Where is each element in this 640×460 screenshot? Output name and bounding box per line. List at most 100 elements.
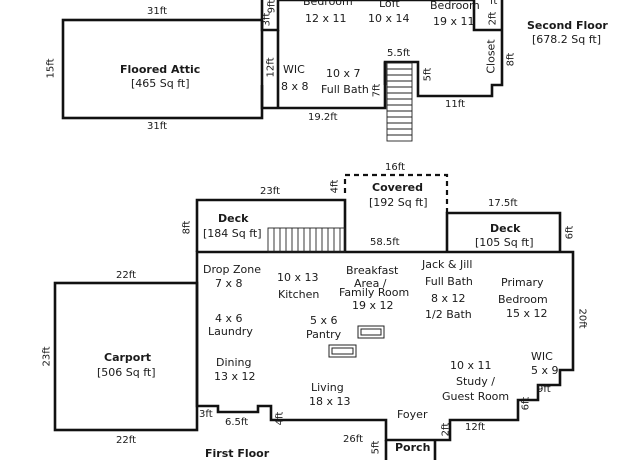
- pantry-name: Pantry: [306, 328, 342, 341]
- porch-title: Porch: [395, 441, 431, 454]
- jack-jill-size: 8 x 12: [431, 292, 466, 305]
- living-size: 18 x 13: [309, 395, 351, 408]
- dim-porch-2ft: 2ft: [440, 422, 452, 437]
- dim-20ft: 20ft: [576, 308, 588, 329]
- dim-2ft: 2ft: [487, 11, 499, 26]
- dim-6ft-1f: 6ft: [520, 396, 532, 411]
- first-floor-outline: [195, 250, 575, 442]
- primary-line2: Bedroom: [498, 293, 548, 306]
- dim-3ft: 3ft: [261, 12, 273, 27]
- deck-right-outline: [445, 211, 562, 252]
- dining-size: 13 x 12: [214, 370, 256, 383]
- dim-porch-5ft: 5ft: [370, 440, 382, 455]
- full-bath-2f-name: Full Bath: [321, 83, 369, 96]
- dim-covered-4ft: 4ft: [329, 179, 341, 194]
- carport-sqft: [506 Sq ft]: [97, 366, 156, 379]
- floored-attic-outline: [61, 18, 264, 120]
- breakfast-line3: Family Room: [339, 286, 410, 299]
- primary-size: 15 x 12: [506, 307, 548, 320]
- wic-2f-name: WIC: [283, 63, 305, 76]
- second-floor-outline: [260, 0, 504, 110]
- deck-stairs: [267, 227, 346, 253]
- wic-1f-name: WIC: [531, 350, 553, 363]
- breakfast-size: 19 x 12: [352, 299, 394, 312]
- dim-4ft-1f: 4ft: [274, 411, 286, 426]
- study-size: 10 x 11: [450, 359, 492, 372]
- dim-5-5ft: 5.5ft: [387, 48, 411, 59]
- half-bath-name: 1/2 Bath: [425, 308, 472, 321]
- dining-name: Dining: [216, 356, 252, 369]
- dim-7ft: 7ft: [371, 83, 383, 98]
- drop-zone-name: Drop Zone: [203, 263, 261, 276]
- deck-left-outline: [195, 198, 347, 252]
- dim-5ft: 5ft: [422, 67, 434, 82]
- dim-attic-bottom: 31ft: [147, 121, 167, 132]
- dim-attic-left: 15ft: [45, 58, 57, 79]
- kitchen-size: 10 x 13: [277, 271, 319, 284]
- dining-counter: [328, 344, 357, 358]
- first-floor-title: First Floor: [205, 447, 270, 460]
- kitchen-island: [357, 325, 385, 339]
- floored-attic-sqft: [465 Sq ft]: [131, 77, 190, 90]
- carport-title: Carport: [104, 351, 152, 364]
- dim-26ft: 26ft: [343, 434, 363, 445]
- breakfast-line1: Breakfast: [346, 264, 399, 277]
- bedroom-left-name: Bedroom: [303, 0, 353, 8]
- dim-deck-6ft: 6ft: [564, 225, 576, 240]
- deck-right-sqft: [105 Sq ft]: [475, 236, 534, 249]
- dim-8ft: 8ft: [505, 52, 517, 67]
- dim-58-5ft: 58.5ft: [370, 237, 400, 248]
- second-floor-title: Second Floor: [527, 19, 608, 32]
- dim-9ft: 9ft: [266, 0, 278, 14]
- pantry-size: 5 x 6: [310, 314, 338, 327]
- deck-left-title: Deck: [218, 212, 249, 225]
- laundry-name: Laundry: [208, 325, 253, 338]
- bedroom-right-size: 19 x 11: [433, 15, 475, 28]
- dim-3ft-1f: 3ft: [199, 409, 213, 420]
- jack-jill-line2: Full Bath: [425, 275, 473, 288]
- dim-23ft: 23ft: [260, 186, 280, 197]
- breakfast-line2: Area /: [354, 277, 387, 290]
- wic-2f-size: 8 x 8: [281, 80, 309, 93]
- laundry-size: 4 x 6: [215, 312, 243, 325]
- dim-6-5ft: 6.5ft: [225, 417, 249, 428]
- dim-12ft: 12ft: [265, 57, 277, 78]
- dim-16ft: 16ft: [385, 162, 405, 173]
- foyer-name: Foyer: [397, 408, 428, 421]
- dim-19-2ft: 19.2ft: [308, 112, 338, 123]
- covered-title: Covered: [372, 181, 424, 194]
- study-line2: Guest Room: [442, 390, 510, 403]
- dim-12ft-1f: 12ft: [465, 422, 485, 433]
- dim-11ft: 11ft: [445, 99, 465, 110]
- loft-name: Loft: [379, 0, 400, 10]
- second-floor-inner-walls: [276, 30, 387, 108]
- living-name: Living: [311, 381, 344, 394]
- covered-sqft: [192 Sq ft]: [369, 196, 428, 209]
- dim-carport-22ft-bottom: 22ft: [116, 435, 136, 446]
- covered-outline: [343, 173, 449, 215]
- drop-zone-size: 7 x 8: [215, 277, 243, 290]
- second-floor-stairs: [386, 62, 413, 142]
- wic-1f-size: 5 x 9: [531, 364, 559, 377]
- jack-jill-line1: Jack & Jill: [422, 258, 473, 271]
- deck-right-title: Deck: [490, 222, 521, 235]
- porch-outline: [384, 440, 437, 460]
- closet-label: Closet: [484, 39, 498, 74]
- dim-top-right: ft: [490, 0, 498, 7]
- loft-size: 10 x 14: [368, 12, 410, 25]
- full-bath-2f-size: 10 x 7: [326, 67, 361, 80]
- bedroom-right-name: Bedroom: [430, 0, 480, 12]
- deck-left-sqft: [184 Sq ft]: [203, 227, 262, 240]
- kitchen-name: Kitchen: [278, 288, 320, 301]
- second-floor-sqft: [678.2 Sq ft]: [532, 33, 602, 46]
- study-line1: Study /: [456, 375, 495, 388]
- dim-deck-8ft: 8ft: [181, 220, 193, 235]
- dim-carport-23ft: 23ft: [41, 346, 53, 367]
- dim-17-5ft: 17.5ft: [488, 198, 518, 209]
- dim-carport-22ft-top: 22ft: [116, 270, 136, 281]
- dim-9ft-1f: 9ft: [537, 384, 551, 395]
- dim-attic-top: 31ft: [147, 6, 167, 17]
- floored-attic-title: Floored Attic: [120, 63, 201, 76]
- primary-line1: Primary: [501, 276, 544, 289]
